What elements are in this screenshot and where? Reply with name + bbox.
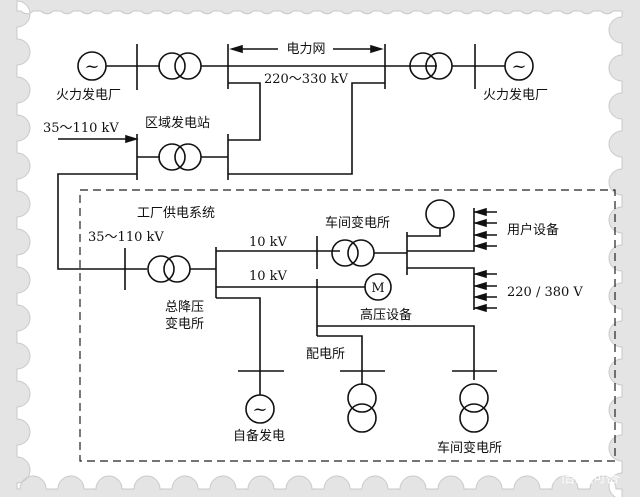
label-regional-input-voltage: 35～110 kV: [43, 121, 119, 136]
generator-right-icon: [504, 51, 534, 81]
label-factory-system: 工厂供电系统: [137, 206, 215, 221]
label-user-equipment: 用户设备: [507, 222, 559, 238]
motor-icon: [364, 273, 392, 301]
transformer-distribution-icon: [347, 383, 377, 413]
watermark: 悟空问答: [560, 468, 620, 486]
generator-right-symbol: ~: [511, 56, 526, 77]
transformer-main-icon: [147, 255, 175, 283]
label-10kv-lower: 10 kV: [249, 269, 288, 284]
factory-boundary: [79, 189, 616, 462]
generator-left-symbol: ~: [84, 56, 99, 77]
label-main-substation-2: 变电所: [165, 316, 204, 332]
transformer-workshop-bottom-icon: [459, 383, 489, 413]
label-factory-input-voltage: 35～110 kV: [88, 230, 164, 245]
grid-arrow-right-icon: [370, 44, 384, 54]
grid-arrow-left-icon: [229, 44, 243, 54]
label-thermal-plant-right: 火力发电厂: [483, 87, 548, 103]
transformer-right-plant-icon: [409, 52, 437, 80]
transformer-workshop-top-icon: [331, 239, 359, 267]
generator-backup-symbol: ~: [252, 399, 267, 420]
transformer-regional-icon: [158, 143, 186, 171]
watermark-logo-icon: [540, 469, 556, 485]
user-equipment-arrows: [473, 207, 497, 251]
motor-symbol: M: [371, 281, 384, 296]
input-arrow-icon: [125, 134, 139, 144]
label-distribution-station: 配电所: [306, 347, 345, 362]
label-workshop-substation-top: 车间变电所: [325, 215, 390, 231]
stamp-paper: [16, 0, 623, 497]
transformer-left-plant-icon: [158, 52, 186, 80]
label-backup-generator: 自备发电: [233, 428, 285, 444]
label-main-substation-1: 总降压: [165, 300, 204, 315]
low-voltage-arrows: [473, 269, 497, 313]
label-10kv-upper: 10 kV: [249, 235, 288, 250]
label-power-grid: 电力网: [286, 42, 325, 57]
generator-backup-icon: [245, 394, 275, 424]
label-workshop-substation-bottom: 车间变电所: [437, 440, 502, 456]
label-regional-substation: 区域发电站: [145, 115, 210, 131]
label-thermal-plant-left: 火力发电厂: [56, 87, 121, 103]
label-hv-equipment: 高压设备: [360, 307, 412, 323]
label-grid-voltage: 220～330 kV: [264, 72, 349, 87]
label-low-voltage: 220 / 380 V: [507, 285, 583, 300]
